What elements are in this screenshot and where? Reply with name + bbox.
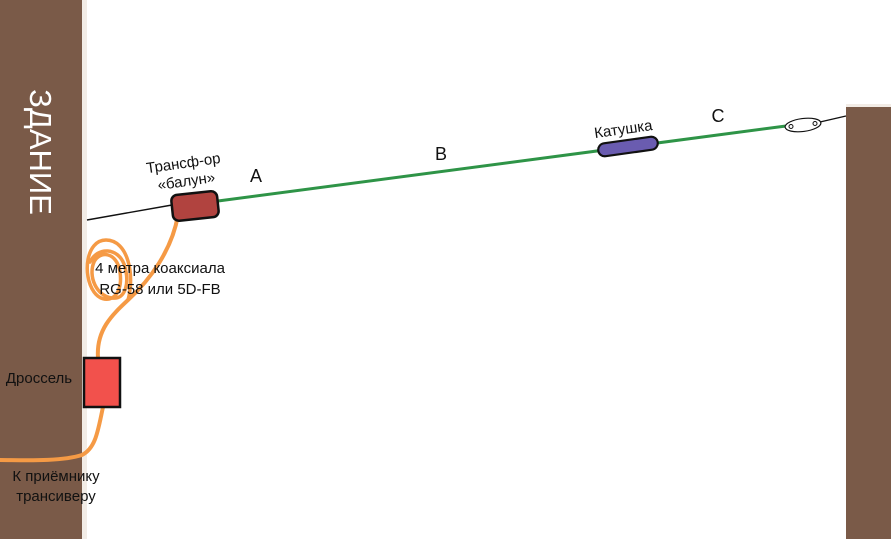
choke-body [82,356,122,409]
coax-label-line1: 4 метра коаксиала [95,260,226,277]
antenna-wire [217,124,787,203]
coil-body [597,135,659,158]
receiver-label-line2: трансиверу [16,488,96,505]
receiver-label-line1: К приёмнику [12,468,100,485]
insulator [784,117,822,133]
coax-label-line2: RG-58 или 5D-FB [99,281,220,298]
support-wire-left [86,204,173,221]
insulator-hole-right [812,121,818,126]
coax-to-receiver [0,405,105,463]
balun-body [170,190,220,222]
segment-a-label: A [250,166,262,186]
building-wall-edge [82,0,87,539]
building-wall [0,0,82,539]
segment-c-label: C [712,106,725,126]
right-pole [846,106,891,539]
insulator-hole-left [788,124,794,129]
building-label: ЗДАНИЕ [23,89,58,215]
right-pole-top [846,104,891,107]
choke-label: Дроссель [6,370,72,387]
support-wire-right [819,115,847,123]
segment-b-label: B [435,144,447,164]
coax-coil-loops [85,238,133,302]
